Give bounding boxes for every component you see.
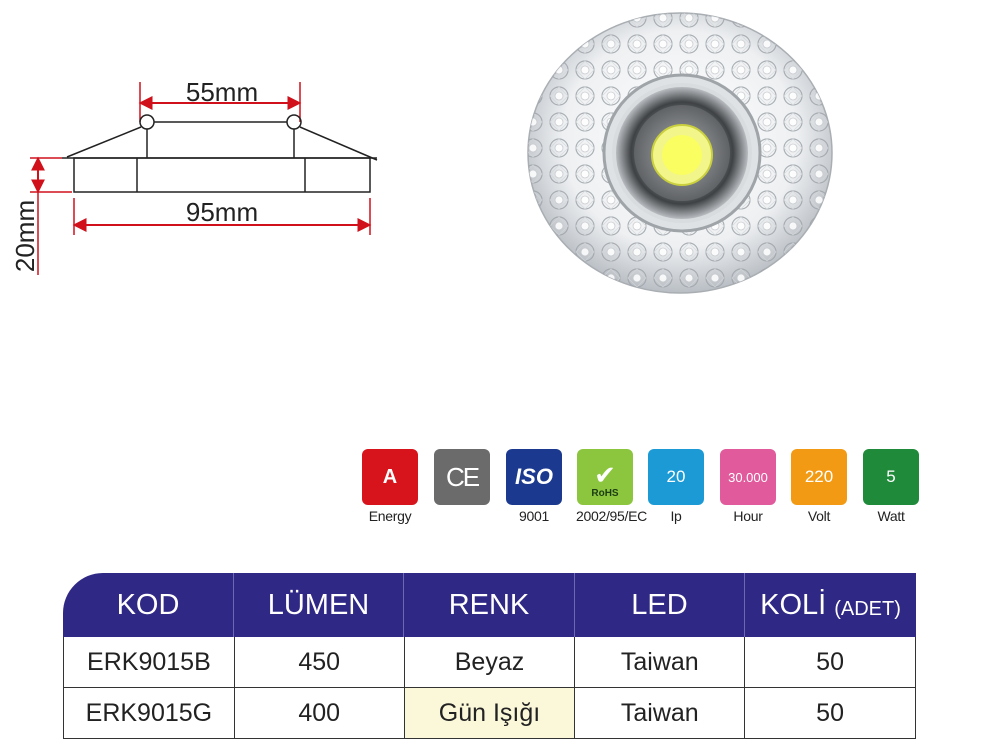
table-row: ERK9015B 450 Beyaz Taiwan 50 xyxy=(63,637,916,688)
cell-lumen: 400 xyxy=(235,688,405,738)
rohs-caption: 2002/95/EC xyxy=(576,508,647,524)
ip-badge: 20 Ip xyxy=(647,449,705,524)
volt-badge: 220 Volt xyxy=(790,449,848,524)
cell-lumen: 450 xyxy=(235,637,405,687)
header-koli-label: KOLİ xyxy=(760,588,827,621)
cell-koli: 50 xyxy=(745,637,916,687)
watt-caption: Watt xyxy=(877,508,905,524)
cell-kod: ERK9015B xyxy=(64,637,235,687)
header-koli-suffix: (ADET) xyxy=(834,597,901,620)
ip-rating-icon: 20 xyxy=(648,449,704,505)
ce-mark-icon: CE xyxy=(434,449,490,505)
watt-badge: 5 Watt xyxy=(862,449,920,524)
cell-led: Taiwan xyxy=(575,637,746,687)
ip-caption: Ip xyxy=(670,508,682,524)
hour-badge: 30.000 Hour xyxy=(719,449,777,524)
spec-table: KOD LÜMEN RENK LED KOLİ (ADET) ERK9015B … xyxy=(63,573,916,739)
rohs-label: RoHS xyxy=(591,487,619,499)
energy-class-icon: A xyxy=(362,449,418,505)
header-renk: RENK xyxy=(404,573,575,637)
energy-badge: A Energy xyxy=(361,449,419,524)
iso-caption: 9001 xyxy=(519,508,549,524)
header-koli: KOLİ (ADET) xyxy=(745,573,916,637)
header-led: LED xyxy=(575,573,745,637)
cell-koli: 50 xyxy=(745,688,916,738)
dimension-drawing: 55mm 95mm 20mm xyxy=(10,77,378,275)
voltage-icon: 220 xyxy=(791,449,847,505)
lifetime-icon: 30.000 xyxy=(720,449,776,505)
wattage-icon: 5 xyxy=(863,449,919,505)
bottom-width-label: 95mm xyxy=(186,197,258,227)
cell-kod: ERK9015G xyxy=(64,688,235,738)
top-width-label: 55mm xyxy=(186,77,258,107)
cell-renk: Gün Işığı xyxy=(404,688,576,738)
header-kod: KOD xyxy=(63,573,234,637)
certification-badges: A Energy CE ISO 9001 ✔ RoHS 2002/95/EC 2… xyxy=(0,449,1000,529)
height-label: 20mm xyxy=(10,200,40,272)
energy-caption: Energy xyxy=(368,508,412,524)
hour-caption: Hour xyxy=(733,508,763,524)
iso-badge: ISO 9001 xyxy=(505,449,563,524)
ce-badge: CE xyxy=(433,449,491,508)
cell-renk: Beyaz xyxy=(405,637,576,687)
rohs-check-icon: ✔ RoHS xyxy=(577,449,633,505)
cell-led: Taiwan xyxy=(575,688,746,738)
header-lumen: LÜMEN xyxy=(234,573,404,637)
table-row: ERK9015G 400 Gün Işığı Taiwan 50 xyxy=(63,688,916,739)
product-photo xyxy=(527,12,833,294)
iso-icon: ISO xyxy=(506,449,562,505)
volt-caption: Volt xyxy=(807,508,831,524)
table-header: KOD LÜMEN RENK LED KOLİ (ADET) xyxy=(63,573,916,637)
rohs-badge: ✔ RoHS 2002/95/EC xyxy=(576,449,647,524)
